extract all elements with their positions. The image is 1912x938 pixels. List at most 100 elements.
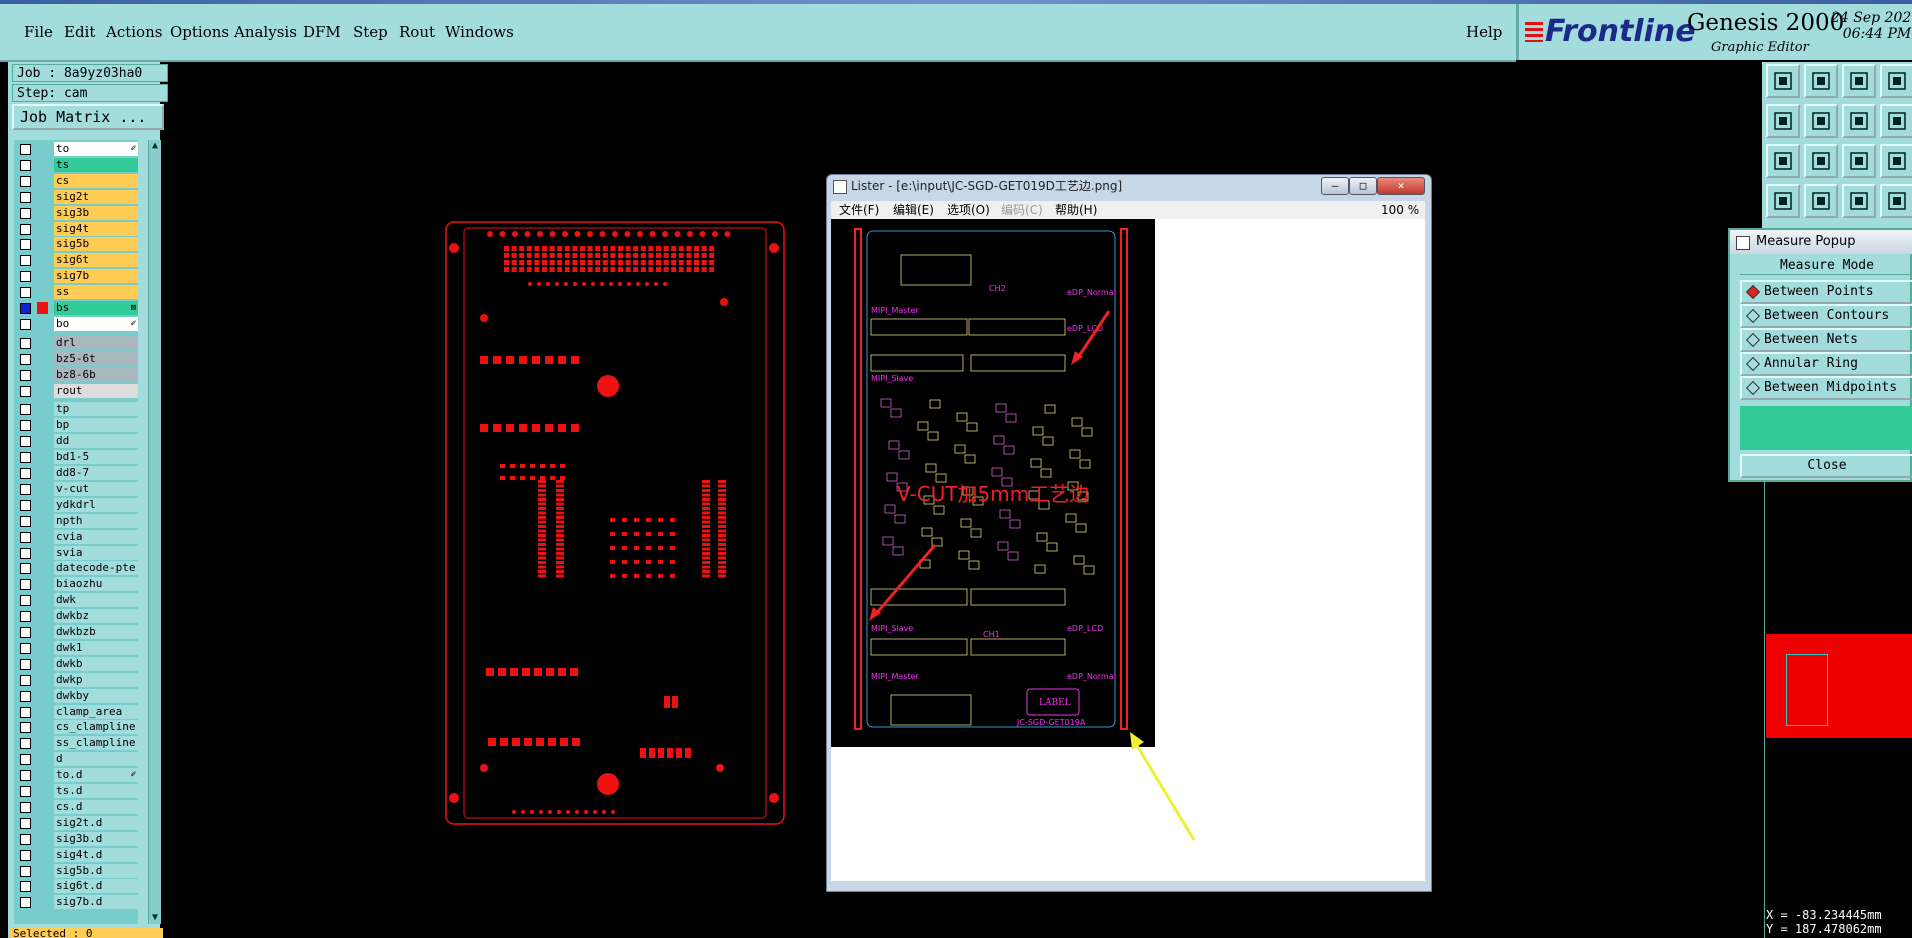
layer-name[interactable]: sig5b bbox=[54, 237, 138, 252]
pcb-board-view[interactable] bbox=[440, 218, 790, 828]
layer-name[interactable]: cs bbox=[54, 173, 138, 188]
lister-menu-options[interactable]: 选项(O) bbox=[947, 203, 990, 217]
fit-icon[interactable] bbox=[1766, 144, 1800, 178]
layer-name[interactable]: svia bbox=[54, 545, 138, 560]
layer-checkbox[interactable] bbox=[20, 144, 31, 155]
layer-row[interactable]: sig5b bbox=[14, 237, 138, 252]
layer-checkbox[interactable] bbox=[20, 287, 31, 299]
layer-checkbox[interactable] bbox=[20, 318, 31, 330]
ratio-icon[interactable] bbox=[1842, 144, 1876, 178]
layer-row[interactable]: svia bbox=[14, 545, 138, 561]
layer-row[interactable]: sig5b.d bbox=[14, 863, 138, 879]
layer-checkbox[interactable] bbox=[20, 770, 31, 782]
menu-dfm[interactable]: DFM bbox=[303, 23, 341, 41]
layer-name[interactable]: biaozhu bbox=[54, 577, 138, 592]
layer-row[interactable]: to.d✐ bbox=[14, 768, 138, 783]
layer-checkbox[interactable] bbox=[20, 801, 31, 813]
layer-row[interactable]: datecode-pte bbox=[14, 561, 138, 576]
layer-name[interactable]: clamp_area bbox=[54, 704, 138, 719]
layer-checkbox[interactable] bbox=[20, 722, 31, 734]
layer-name[interactable]: dwkb bbox=[54, 656, 138, 671]
layer-name[interactable]: v-cut bbox=[54, 481, 138, 496]
menu-options[interactable]: Options bbox=[170, 23, 230, 41]
lister-menu-help[interactable]: 帮助(H) bbox=[1055, 203, 1098, 217]
layer-checkbox[interactable] bbox=[20, 255, 31, 267]
layer-row[interactable]: sig6t.d bbox=[14, 879, 138, 894]
tool-icon[interactable] bbox=[1766, 184, 1800, 218]
layer-row[interactable]: v-cut bbox=[14, 481, 138, 497]
layer-name[interactable]: sig6t bbox=[54, 253, 138, 268]
layer-row[interactable]: sig3b.d bbox=[14, 831, 138, 847]
layer-row[interactable]: bd1-5 bbox=[14, 450, 138, 465]
layer-row[interactable]: sig3b bbox=[14, 205, 138, 221]
measure-titlebar[interactable]: Measure Popup bbox=[1730, 230, 1912, 254]
measure-option[interactable]: Between Midpoints bbox=[1740, 376, 1912, 400]
lister-titlebar[interactable]: Lister - [e:\input\JC-SGD-GET019D工艺边.png… bbox=[827, 175, 1455, 197]
layer-row[interactable]: dwkby bbox=[14, 688, 138, 704]
layer-row[interactable]: cs bbox=[14, 173, 138, 189]
layer-row[interactable]: ss_clampline bbox=[14, 736, 138, 751]
layer-name[interactable]: to.d✐ bbox=[54, 768, 138, 783]
layers-icon[interactable] bbox=[1880, 184, 1912, 218]
layer-name[interactable]: npth bbox=[54, 513, 138, 528]
layer-row[interactable]: npth bbox=[14, 513, 138, 529]
layer-checkbox[interactable] bbox=[20, 271, 31, 283]
layer-row[interactable]: sig4t bbox=[14, 221, 138, 237]
layer-name[interactable]: ts.d bbox=[54, 784, 138, 798]
lister-window[interactable]: Lister - [e:\input\JC-SGD-GET019D工艺边.png… bbox=[826, 174, 1432, 892]
layer-checkbox[interactable] bbox=[20, 690, 31, 702]
layer-row[interactable]: sig2t bbox=[14, 189, 138, 205]
layer-name[interactable]: ss bbox=[54, 285, 138, 300]
layer-row[interactable]: dwkb bbox=[14, 656, 138, 672]
layer-name[interactable]: sig3b bbox=[54, 205, 138, 220]
layer-row[interactable]: dd bbox=[14, 434, 138, 449]
layer-row[interactable]: bo✐ bbox=[14, 316, 138, 332]
layer-checkbox[interactable] bbox=[20, 865, 31, 877]
layer-name[interactable]: dd bbox=[54, 434, 138, 449]
layer-checkbox[interactable] bbox=[20, 404, 31, 416]
menu-rout[interactable]: Rout bbox=[399, 23, 436, 41]
layer-name[interactable]: datecode-pte bbox=[54, 561, 138, 576]
layer-checkbox[interactable] bbox=[20, 385, 31, 397]
layer-name[interactable]: sig4t bbox=[54, 221, 138, 236]
layer-name[interactable]: cs.d bbox=[54, 799, 138, 814]
layer-name[interactable]: dwkp bbox=[54, 672, 138, 687]
layer-row[interactable]: sig4t.d bbox=[14, 847, 138, 863]
layer-checkbox[interactable] bbox=[20, 627, 31, 638]
overview-map[interactable] bbox=[1766, 634, 1912, 738]
layer-checkbox[interactable] bbox=[20, 239, 31, 251]
layer-name[interactable]: sig5b.d bbox=[54, 863, 138, 878]
layer-row[interactable]: cs_clampline bbox=[14, 720, 138, 735]
import-icon[interactable] bbox=[1766, 104, 1800, 138]
lister-menu-edit[interactable]: 编辑(E) bbox=[893, 203, 934, 217]
layer-row[interactable]: dwkbz bbox=[14, 609, 138, 624]
layer-name[interactable]: cs_clampline bbox=[54, 720, 138, 735]
layer-row[interactable]: dwkp bbox=[14, 672, 138, 688]
menu-file[interactable]: File bbox=[24, 23, 53, 41]
layer-checkbox[interactable] bbox=[20, 706, 31, 718]
layer-row[interactable]: bp bbox=[14, 418, 138, 433]
layer-checkbox[interactable] bbox=[20, 754, 31, 766]
export-icon[interactable] bbox=[1804, 104, 1838, 138]
menu-help[interactable]: Help bbox=[1466, 23, 1503, 41]
minimize-icon[interactable]: — bbox=[1321, 177, 1349, 195]
overview-viewport[interactable] bbox=[1786, 654, 1828, 726]
layer-row[interactable]: ts bbox=[14, 157, 138, 173]
layer-checkbox[interactable] bbox=[20, 547, 31, 559]
layer-checkbox[interactable] bbox=[20, 499, 31, 511]
layer-checkbox[interactable] bbox=[20, 483, 31, 495]
layer-name[interactable]: bz8-6b bbox=[54, 367, 138, 382]
layer-checkbox[interactable] bbox=[20, 515, 31, 527]
layer-name[interactable]: sig7b bbox=[54, 269, 138, 284]
layer-row[interactable]: d bbox=[14, 752, 138, 767]
layer-row[interactable]: sig6t bbox=[14, 253, 138, 268]
layer-name[interactable]: d bbox=[54, 752, 138, 767]
layer-row[interactable]: bz8-6b bbox=[14, 367, 138, 383]
layer-row[interactable]: rout bbox=[14, 383, 138, 399]
layer-scrollbar[interactable]: ▲ ▼ bbox=[148, 140, 161, 924]
close-icon[interactable]: ✕ bbox=[1377, 177, 1425, 195]
layer-name[interactable]: to✐ bbox=[54, 142, 138, 156]
layer-row[interactable]: ydkdrl bbox=[14, 497, 138, 513]
layer-name[interactable]: bp bbox=[54, 418, 138, 433]
layer-name[interactable]: dwkbz bbox=[54, 609, 138, 624]
